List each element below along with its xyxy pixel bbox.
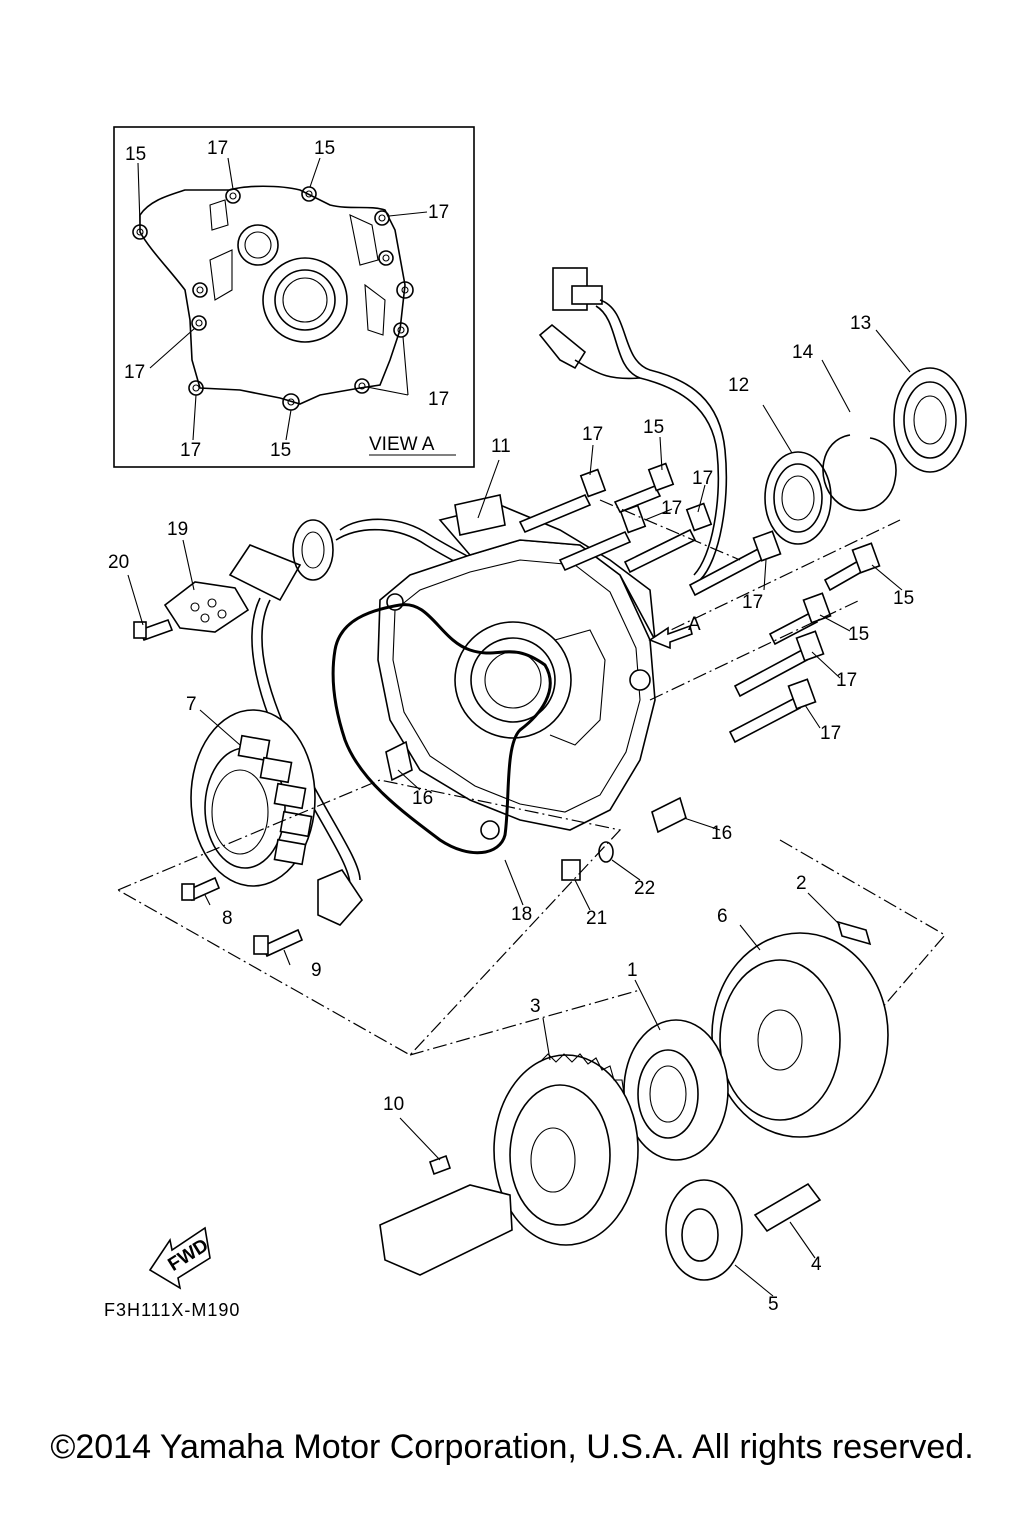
- callout-15: 15: [848, 624, 869, 645]
- callout-16: 16: [711, 823, 732, 844]
- starter-clutch-group: [379, 920, 889, 1281]
- callout-22: 22: [634, 878, 655, 899]
- small-fasteners: [181, 740, 687, 958]
- view-a-label-15: 15: [125, 144, 146, 165]
- callout-8: 8: [222, 908, 233, 929]
- callout-labels: 1 2 3 4 5 6 7 8 9 10 11 12 13 14 15 15 1…: [108, 313, 914, 1315]
- callout-17: 17: [582, 424, 603, 445]
- callout-3: 3: [530, 996, 541, 1017]
- crankcase-cover: [377, 494, 656, 840]
- wire-bracket: [133, 581, 250, 642]
- callout-12: 12: [728, 375, 749, 396]
- callout-4: 4: [811, 1254, 822, 1275]
- view-a-label-17: 17: [428, 202, 449, 223]
- callout-18: 18: [511, 904, 532, 925]
- cover-bolts: [518, 462, 901, 744]
- callout-19: 19: [167, 519, 188, 540]
- callout-17: 17: [820, 723, 841, 744]
- view-a-label-17: 17: [124, 362, 145, 383]
- bearing-and-seal: [764, 367, 967, 545]
- callout-5: 5: [768, 1294, 779, 1315]
- callout-10: 10: [383, 1094, 404, 1115]
- view-direction-label: A: [688, 614, 701, 635]
- callout-2: 2: [796, 873, 807, 894]
- callout-17: 17: [742, 592, 763, 613]
- callout-21: 21: [586, 908, 607, 929]
- view-a-inset: 15 17 15 17 17 17 17 15 VIEW A: [113, 126, 475, 468]
- callout-15: 15: [643, 417, 664, 438]
- wiring-harness: [228, 267, 728, 926]
- cover-gasket: [331, 603, 552, 855]
- view-a-label-17: 17: [180, 440, 201, 461]
- view-direction-arrow: A: [648, 614, 701, 650]
- view-a-label-17: 17: [428, 389, 449, 410]
- copyright-notice: ©2014 Yamaha Motor Corporation, U.S.A. A…: [50, 1428, 974, 1466]
- callout-1: 1: [627, 960, 638, 981]
- stator-assembly: [190, 709, 316, 887]
- callout-6: 6: [717, 906, 728, 927]
- callout-9: 9: [311, 960, 322, 981]
- callout-7: 7: [186, 694, 197, 715]
- callout-11: 11: [491, 436, 511, 457]
- fwd-arrow-icon: FWD: [148, 1226, 212, 1290]
- view-a-title: VIEW A: [369, 434, 435, 455]
- callout-17: 17: [661, 498, 682, 519]
- callout-20: 20: [108, 552, 129, 573]
- figure-code: F3H111X-M190: [104, 1300, 240, 1320]
- callout-14: 14: [792, 342, 814, 363]
- view-a-label-15: 15: [270, 440, 291, 461]
- callout-15: 15: [893, 588, 914, 609]
- view-a-label-15: 15: [314, 138, 335, 159]
- callout-16: 16: [412, 788, 433, 809]
- cover-outline-view-a: [139, 185, 406, 405]
- callout-13: 13: [850, 313, 871, 334]
- view-a-label-17: 17: [207, 138, 228, 159]
- callout-17: 17: [692, 468, 713, 489]
- callout-17: 17: [836, 670, 857, 691]
